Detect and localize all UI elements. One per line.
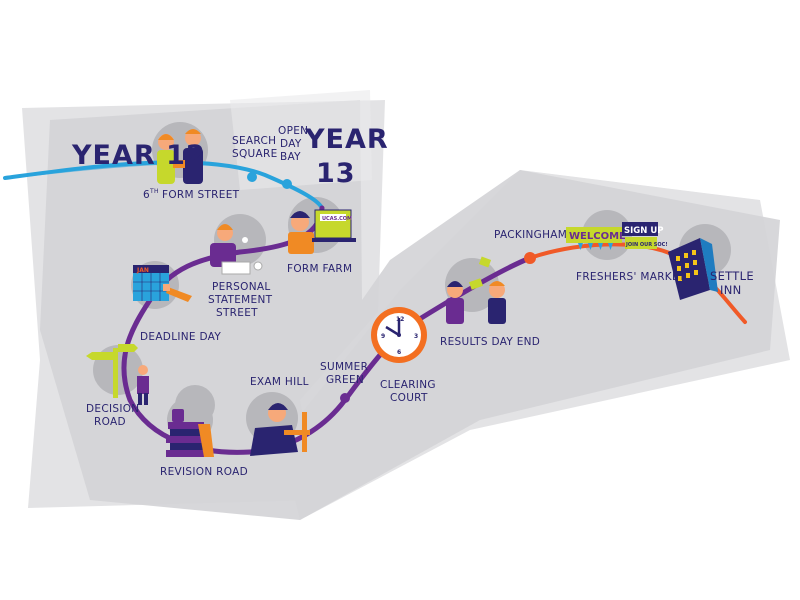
sign-up-banner: SIGN UP: [624, 226, 663, 236]
join-soc-banner: JOIN OUR SOC!: [625, 242, 668, 248]
freshers-banners: WELCOME SIGN UP JOIN OUR SOC!: [566, 222, 668, 250]
label-personal-statement-2: STATEMENT: [208, 294, 273, 306]
background-panel-back: [230, 90, 372, 190]
label-revision-road: REVISION ROAD: [160, 466, 248, 478]
label-settle-inn-2: INN: [720, 283, 742, 297]
label-results-day-end: RESULTS DAY END: [440, 336, 540, 348]
svg-text:12: 12: [396, 316, 404, 323]
label-clearing-court-2: COURT: [390, 392, 428, 404]
label-open-day-3: BAY: [280, 151, 301, 163]
revision-books-illustration: [166, 409, 214, 457]
results-day-illustration: [446, 256, 506, 324]
svg-text:6: 6: [397, 349, 401, 356]
exam-student-illustration: [250, 403, 310, 456]
circle-exam-small: [175, 385, 215, 425]
dot-open-day-bay: [282, 179, 292, 189]
dot-summer-green: [340, 393, 350, 403]
label-open-day-1: OPEN: [278, 125, 308, 137]
road-blue: [3, 160, 324, 210]
label-decision-road-2: ROAD: [94, 416, 126, 428]
svg-text:9: 9: [381, 333, 385, 340]
label-settle-inn-1: SETTLE: [710, 269, 754, 283]
label-sixth-form-rest: FORM STREET: [162, 189, 240, 201]
year-13-title: YEAR: [304, 124, 389, 155]
form-farm-illustration: UCAS.COM: [288, 209, 356, 254]
label-sixth-form-num: 6: [143, 189, 150, 201]
clock-illustration: 12 3 6 9: [371, 307, 427, 363]
year12-students-illustration: [157, 129, 203, 184]
personal-statement-illustration: [210, 224, 263, 275]
dot-packingham: [524, 252, 536, 264]
label-sixth-form-sup: TH: [149, 188, 159, 195]
svg-text:3: 3: [414, 333, 418, 340]
welcome-banner: WELCOME: [569, 231, 626, 242]
label-personal-statement-3: STREET: [216, 307, 258, 319]
year-12-title: YEAR 12: [71, 140, 206, 171]
stop-labels: SEARCH SQUARE OPEN DAY BAY 6 TH FORM STR…: [86, 125, 754, 478]
label-summer-green-1: SUMMER: [320, 361, 368, 373]
year-13-number: 13: [316, 158, 356, 189]
label-exam-hill: EXAM HILL: [250, 376, 309, 388]
label-decision-road-1: DECISION: [86, 403, 139, 415]
settle-inn-building: [668, 238, 718, 300]
calendar-month: JAN: [136, 267, 149, 274]
label-deadline-day: DEADLINE DAY: [140, 331, 221, 343]
label-packingham: PACKINGHAM: [494, 229, 567, 241]
label-search-square-2: SQUARE: [232, 148, 278, 160]
label-clearing-court-1: CLEARING: [380, 379, 436, 391]
label-summer-green-2: GREEN: [326, 374, 364, 386]
dot-search-square: [247, 172, 257, 182]
label-freshers-market: FRESHERS' MARKET: [576, 271, 686, 283]
label-search-square-1: SEARCH: [232, 135, 276, 147]
signpost-illustration: [86, 344, 149, 405]
label-personal-statement-1: PERSONAL: [212, 281, 270, 293]
label-open-day-2: DAY: [280, 138, 302, 150]
label-form-farm: FORM FARM: [287, 263, 352, 275]
calendar-illustration: JAN: [133, 265, 192, 302]
ucas-sign: UCAS.COM: [322, 216, 352, 222]
